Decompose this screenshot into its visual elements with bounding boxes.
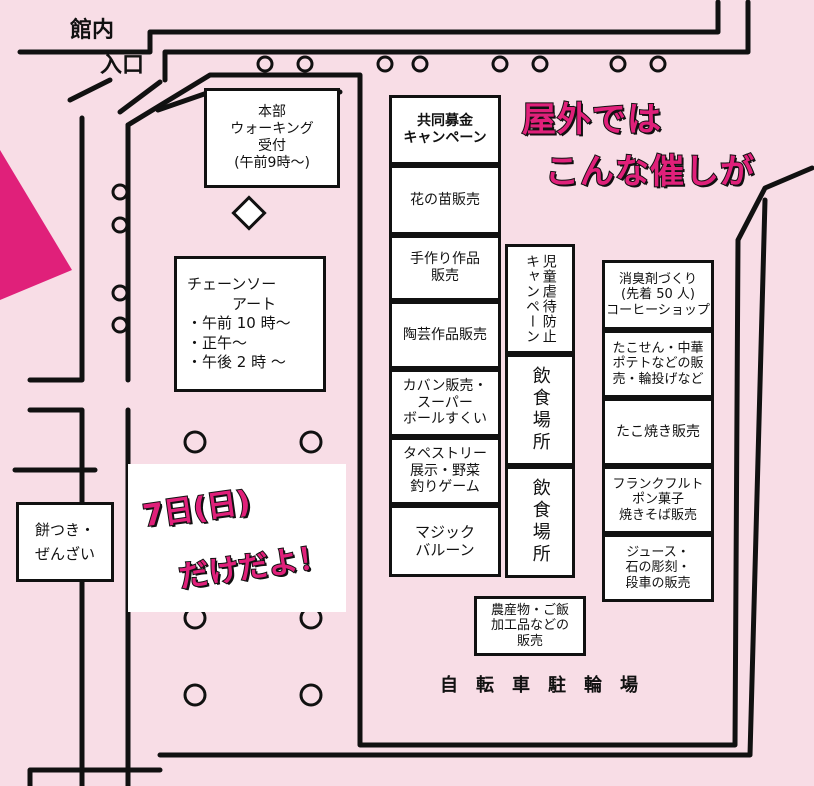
booth-deodorant: 消臭剤づくり (先着 50 人) コーヒーショップ: [602, 260, 714, 330]
booth-tacosen: たこせん・中華 ポテトなどの販 売・輪投げなど: [602, 330, 714, 398]
promo-line-1: 屋外では: [521, 99, 662, 141]
booth-handmade: 手作り作品 販売: [389, 235, 501, 301]
bicycle-parking-label: 自転車駐輪場: [440, 675, 656, 696]
booth-farm-products: 農産物・ご飯 加工品などの 販売: [474, 596, 586, 656]
circle-marker: [411, 55, 429, 73]
road-bottom: [157, 197, 768, 758]
circle-marker: [491, 55, 509, 73]
circle-marker: [111, 183, 129, 201]
booth-magic: マジック バルーン: [389, 505, 501, 577]
booth-juice: ジュース・ 石の彫刻・ 段車の販売: [602, 534, 714, 602]
booth-eating-area-1-label: 飲食場所: [529, 366, 551, 454]
road-lower: [27, 767, 163, 786]
path-outer-left-lower: [27, 407, 85, 786]
booth-fundraising: 共同募金 キャンペーン: [389, 95, 501, 165]
sticker-only: だけだよ！: [176, 539, 331, 597]
circle-marker: [649, 55, 667, 73]
booth-seedlings: 花の苗販売: [389, 165, 501, 235]
circle-marker: [111, 284, 129, 302]
sticker-date: 7日(日): [140, 484, 254, 536]
booth-hq: 本部 ウォーキング 受付 (午前9時～): [204, 88, 340, 188]
date-sticker: 7日(日) だけだよ！: [128, 464, 346, 612]
path-outer-left: [27, 115, 85, 383]
booth-mochi: 餅つき・ ぜんざい: [16, 502, 114, 582]
booth-tapestry: タペストリー 展示・野菜 釣りゲーム: [389, 437, 501, 505]
circle-marker: [609, 55, 627, 73]
entrance-wall-left: [67, 77, 113, 103]
entrance-wall-right: [117, 79, 163, 115]
diamond-marker: [231, 195, 267, 231]
circle-marker: [111, 216, 129, 234]
booth-eating-area-2: 飲食場所: [505, 466, 575, 578]
circle-marker: [111, 316, 129, 334]
circle-marker: [183, 683, 207, 707]
booth-frankfurt: フランクフルト ポン菓子 焼きそば販売: [602, 466, 714, 534]
circle-marker: [296, 55, 314, 73]
entrance-label-2: 入口: [100, 53, 145, 78]
circle-marker: [376, 55, 394, 73]
circle-marker: [299, 683, 323, 707]
circle-marker: [183, 430, 207, 454]
circle-marker: [299, 430, 323, 454]
booth-chainsaw-art: チェーンソー アート ・午前 10 時～ ・正午～ ・午後 2 時 ～: [174, 256, 326, 392]
building-wall: [17, 0, 721, 55]
building-wall-inner: [162, 0, 751, 83]
circle-marker: [256, 55, 274, 73]
booth-takoyaki: たこ焼き販売: [602, 398, 714, 466]
booth-eating-area-1: 飲食場所: [505, 354, 575, 466]
booth-pottery: 陶芸作品販売: [389, 301, 501, 369]
promo-line-2: こんな催しが: [544, 151, 755, 193]
booth-abuse-prevention-label: 児童虐待防止キャンペーン: [524, 254, 557, 344]
entrance-label-1: 館内: [70, 18, 115, 43]
pink-arrow: [0, 150, 72, 300]
circle-marker: [531, 55, 549, 73]
booth-bags: カバン販売・ スーパー ボールすくい: [389, 369, 501, 437]
booth-abuse-prevention: 児童虐待防止キャンペーン: [505, 244, 575, 354]
plaza-top: [125, 72, 814, 748]
booth-eating-area-2-label: 飲食場所: [529, 478, 551, 566]
